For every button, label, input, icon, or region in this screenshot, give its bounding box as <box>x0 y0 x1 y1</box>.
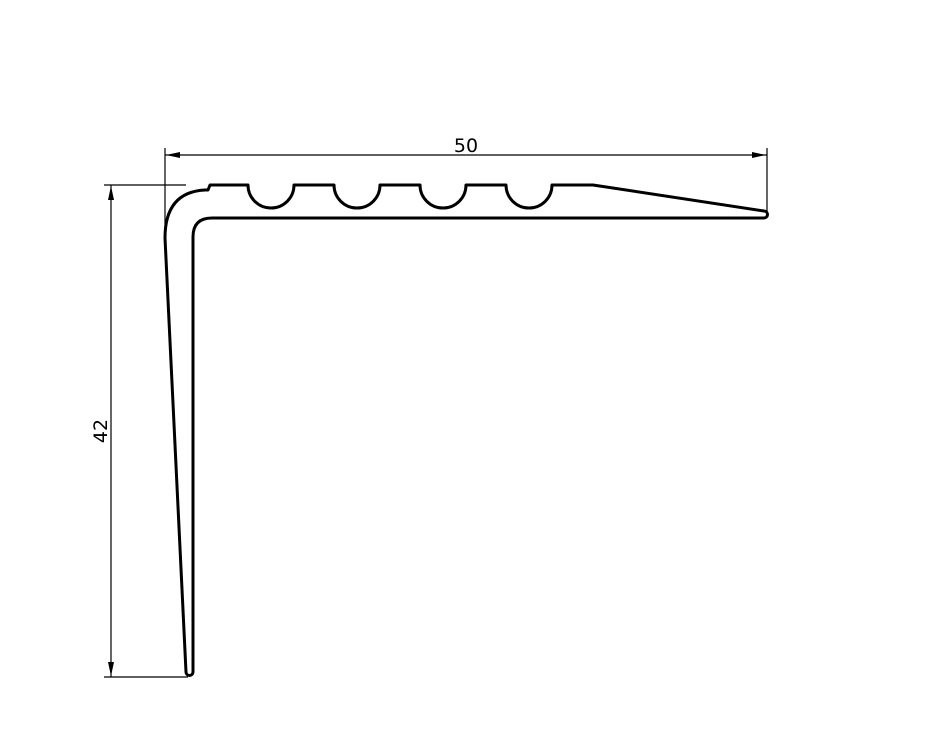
arrow-right-icon <box>752 152 766 158</box>
arrow-up-icon <box>108 186 114 200</box>
width-label: 50 <box>454 135 478 157</box>
stair-nosing-profile <box>163 183 769 677</box>
height-dimension: 42 <box>90 184 188 678</box>
height-label: 42 <box>90 419 112 443</box>
width-dimension: 50 <box>164 135 768 235</box>
arrow-left-icon <box>166 152 180 158</box>
arrow-down-icon <box>108 662 114 676</box>
